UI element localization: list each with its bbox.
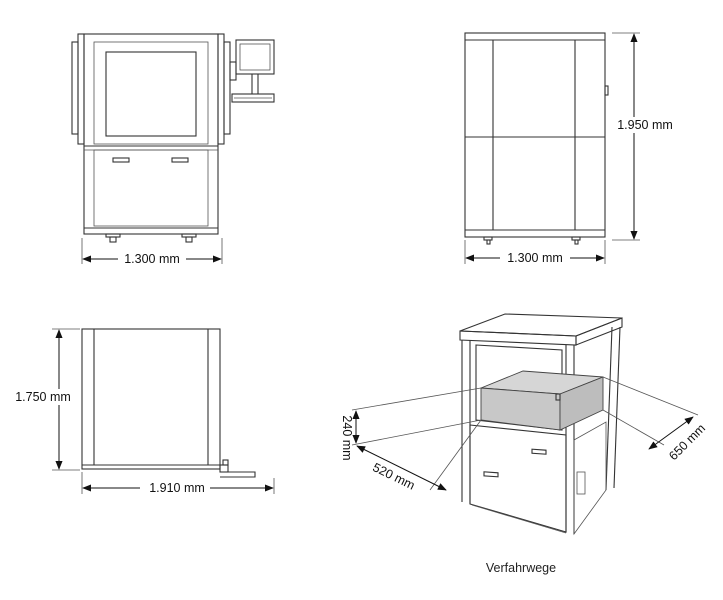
front-width-dimension: 1.300 mm [81,238,223,266]
side-depth-dimension: 1.910 mm [81,472,275,495]
travel-view [459,313,623,536]
rear-width-dimension: 1.300 mm [464,240,606,265]
front-view [71,33,275,243]
travel-caption: Verfahrwege [486,561,556,575]
side-height-dimension: 1.750 mm [10,328,80,471]
rear-height-label: 1.950 mm [617,118,673,132]
front-width-label: 1.300 mm [124,252,180,266]
travel-y-label: 650 mm [666,421,708,463]
rear-width-label: 1.300 mm [507,251,563,265]
rear-height-dimension: 1.950 mm [612,32,678,241]
rear-view [464,32,609,245]
travel-x-label: 520 mm [370,460,417,492]
travel-x-dimension: 520 mm [356,445,447,493]
travel-y-dimension: 650 mm [648,416,708,463]
travel-z-dimension: 240 mm [340,410,360,461]
travel-z-label: 240 mm [340,415,354,460]
side-depth-label: 1.910 mm [149,481,205,495]
side-view [81,328,256,478]
side-height-label: 1.750 mm [15,390,71,404]
